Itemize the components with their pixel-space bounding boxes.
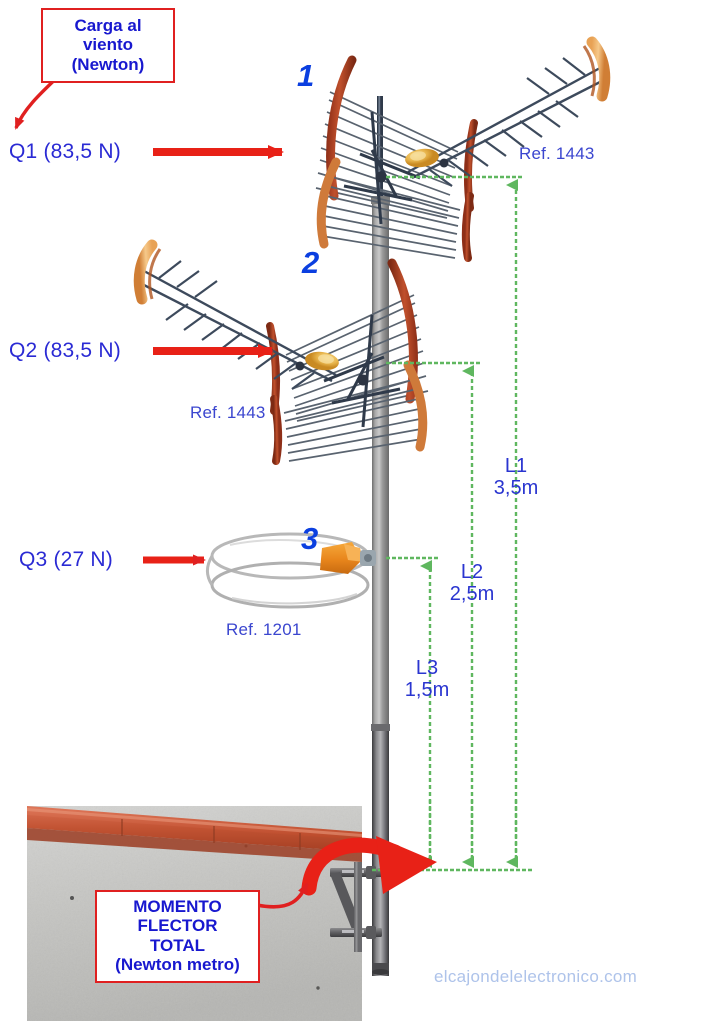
- title-callout-line-2: viento (Newton): [71, 35, 145, 74]
- q3-label: Q3 (27 N): [19, 548, 113, 571]
- bending-moment-line-1: MOMENTO: [133, 897, 222, 916]
- dimension-l2-value: 2,5m: [449, 583, 495, 606]
- dimension-l2-name: L2: [460, 561, 484, 583]
- dimension-l2-label: L2 2,5m: [437, 561, 507, 606]
- antenna-3-number: 3: [301, 521, 319, 556]
- antenna-3-ref-label: Ref. 1201: [226, 620, 302, 639]
- bending-moment-line-2: FLECTOR TOTAL: [137, 916, 218, 955]
- watermark: elcajondelelectronico.com: [434, 967, 638, 986]
- dimension-l1-name: L1: [504, 455, 528, 477]
- q1-label: Q1 (83,5 N): [9, 140, 121, 163]
- dimension-l1-label: L1 3,5m: [481, 455, 551, 500]
- dimension-l3-name: L3: [415, 657, 439, 679]
- dimension-l3-value: 1,5m: [404, 679, 450, 702]
- title-callout-line-1: Carga al: [74, 16, 142, 35]
- bending-moment-arrow: [301, 837, 403, 896]
- dimension-l1-value: 3,5m: [493, 477, 539, 500]
- bottom-callout-leader: [256, 882, 309, 909]
- antenna-2-ref-label: Ref. 1443: [190, 403, 266, 422]
- bending-moment-callout: MOMENTO FLECTOR TOTAL (Newton metro): [95, 890, 260, 983]
- bending-moment-arrowhead: [376, 836, 437, 894]
- antenna-1-number: 1: [297, 58, 315, 93]
- antenna-2-group: [133, 239, 429, 465]
- antenna-1-ref-label: Ref. 1443: [519, 144, 595, 163]
- antenna-2-number: 2: [302, 245, 320, 280]
- q2-label: Q2 (83,5 N): [9, 339, 121, 362]
- antenna-3-group: [206, 532, 376, 609]
- bending-moment-line-3: (Newton metro): [115, 955, 240, 975]
- title-callout: Carga al viento (Newton): [41, 8, 175, 84]
- dimension-l3-label: L3 1,5m: [392, 657, 462, 702]
